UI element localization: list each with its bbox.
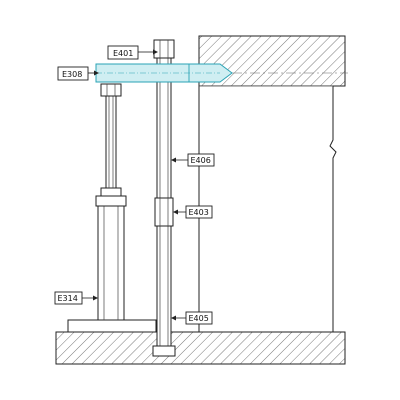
callout-e405: E405 — [171, 311, 213, 325]
bracket-highlight — [95, 63, 233, 83]
callout-e401: E401 — [107, 45, 158, 60]
callout-e406: E406 — [171, 153, 215, 167]
svg-text:E403: E403 — [189, 208, 209, 217]
svg-text:E405: E405 — [189, 314, 209, 323]
callout-e403: E403 — [173, 205, 213, 219]
callout-e308: E308 — [57, 66, 99, 81]
svg-text:E406: E406 — [191, 156, 211, 165]
callout-e314: E314 — [54, 291, 98, 305]
floor-slab — [55, 331, 346, 365]
threaded-rod — [152, 39, 176, 357]
wall-block — [198, 35, 346, 332]
svg-text:E401: E401 — [113, 49, 133, 58]
svg-text:E314: E314 — [58, 294, 78, 303]
support-post-assembly — [67, 83, 157, 333]
svg-text:E308: E308 — [62, 70, 82, 79]
